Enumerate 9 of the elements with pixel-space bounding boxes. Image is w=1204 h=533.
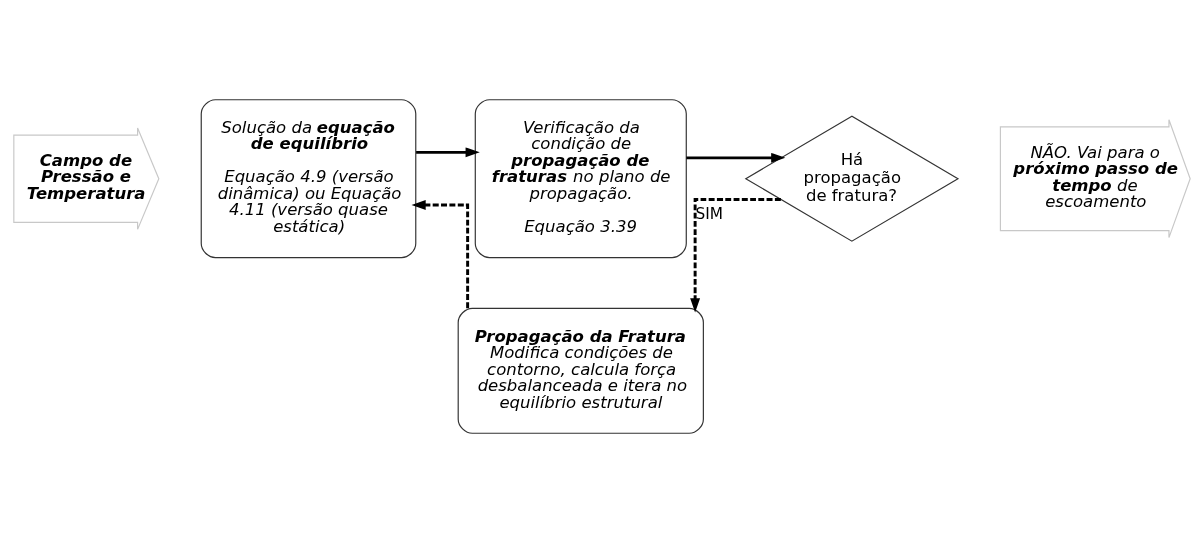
node-box: Propagação da Fratura Modifica condições de contorno, calcula força desbalanceada e itera no equilíbrio estrutural <box>457 307 704 434</box>
node-box: Solução da equação de equilíbrio Equação 4.9 (versão dinâmica) ou Equação 4.11 (versão quase estática) <box>200 99 417 259</box>
arrow <box>686 152 786 163</box>
edge-label: SIM <box>695 205 723 224</box>
arrow <box>411 200 470 309</box>
node-diamond: Há propagação de fratura? <box>744 115 960 242</box>
node-box: Verificação da condição de propagação de fraturas no plano de propagação. Equação 3.39 <box>474 99 687 259</box>
arrow <box>416 147 480 158</box>
arrow <box>690 198 781 313</box>
